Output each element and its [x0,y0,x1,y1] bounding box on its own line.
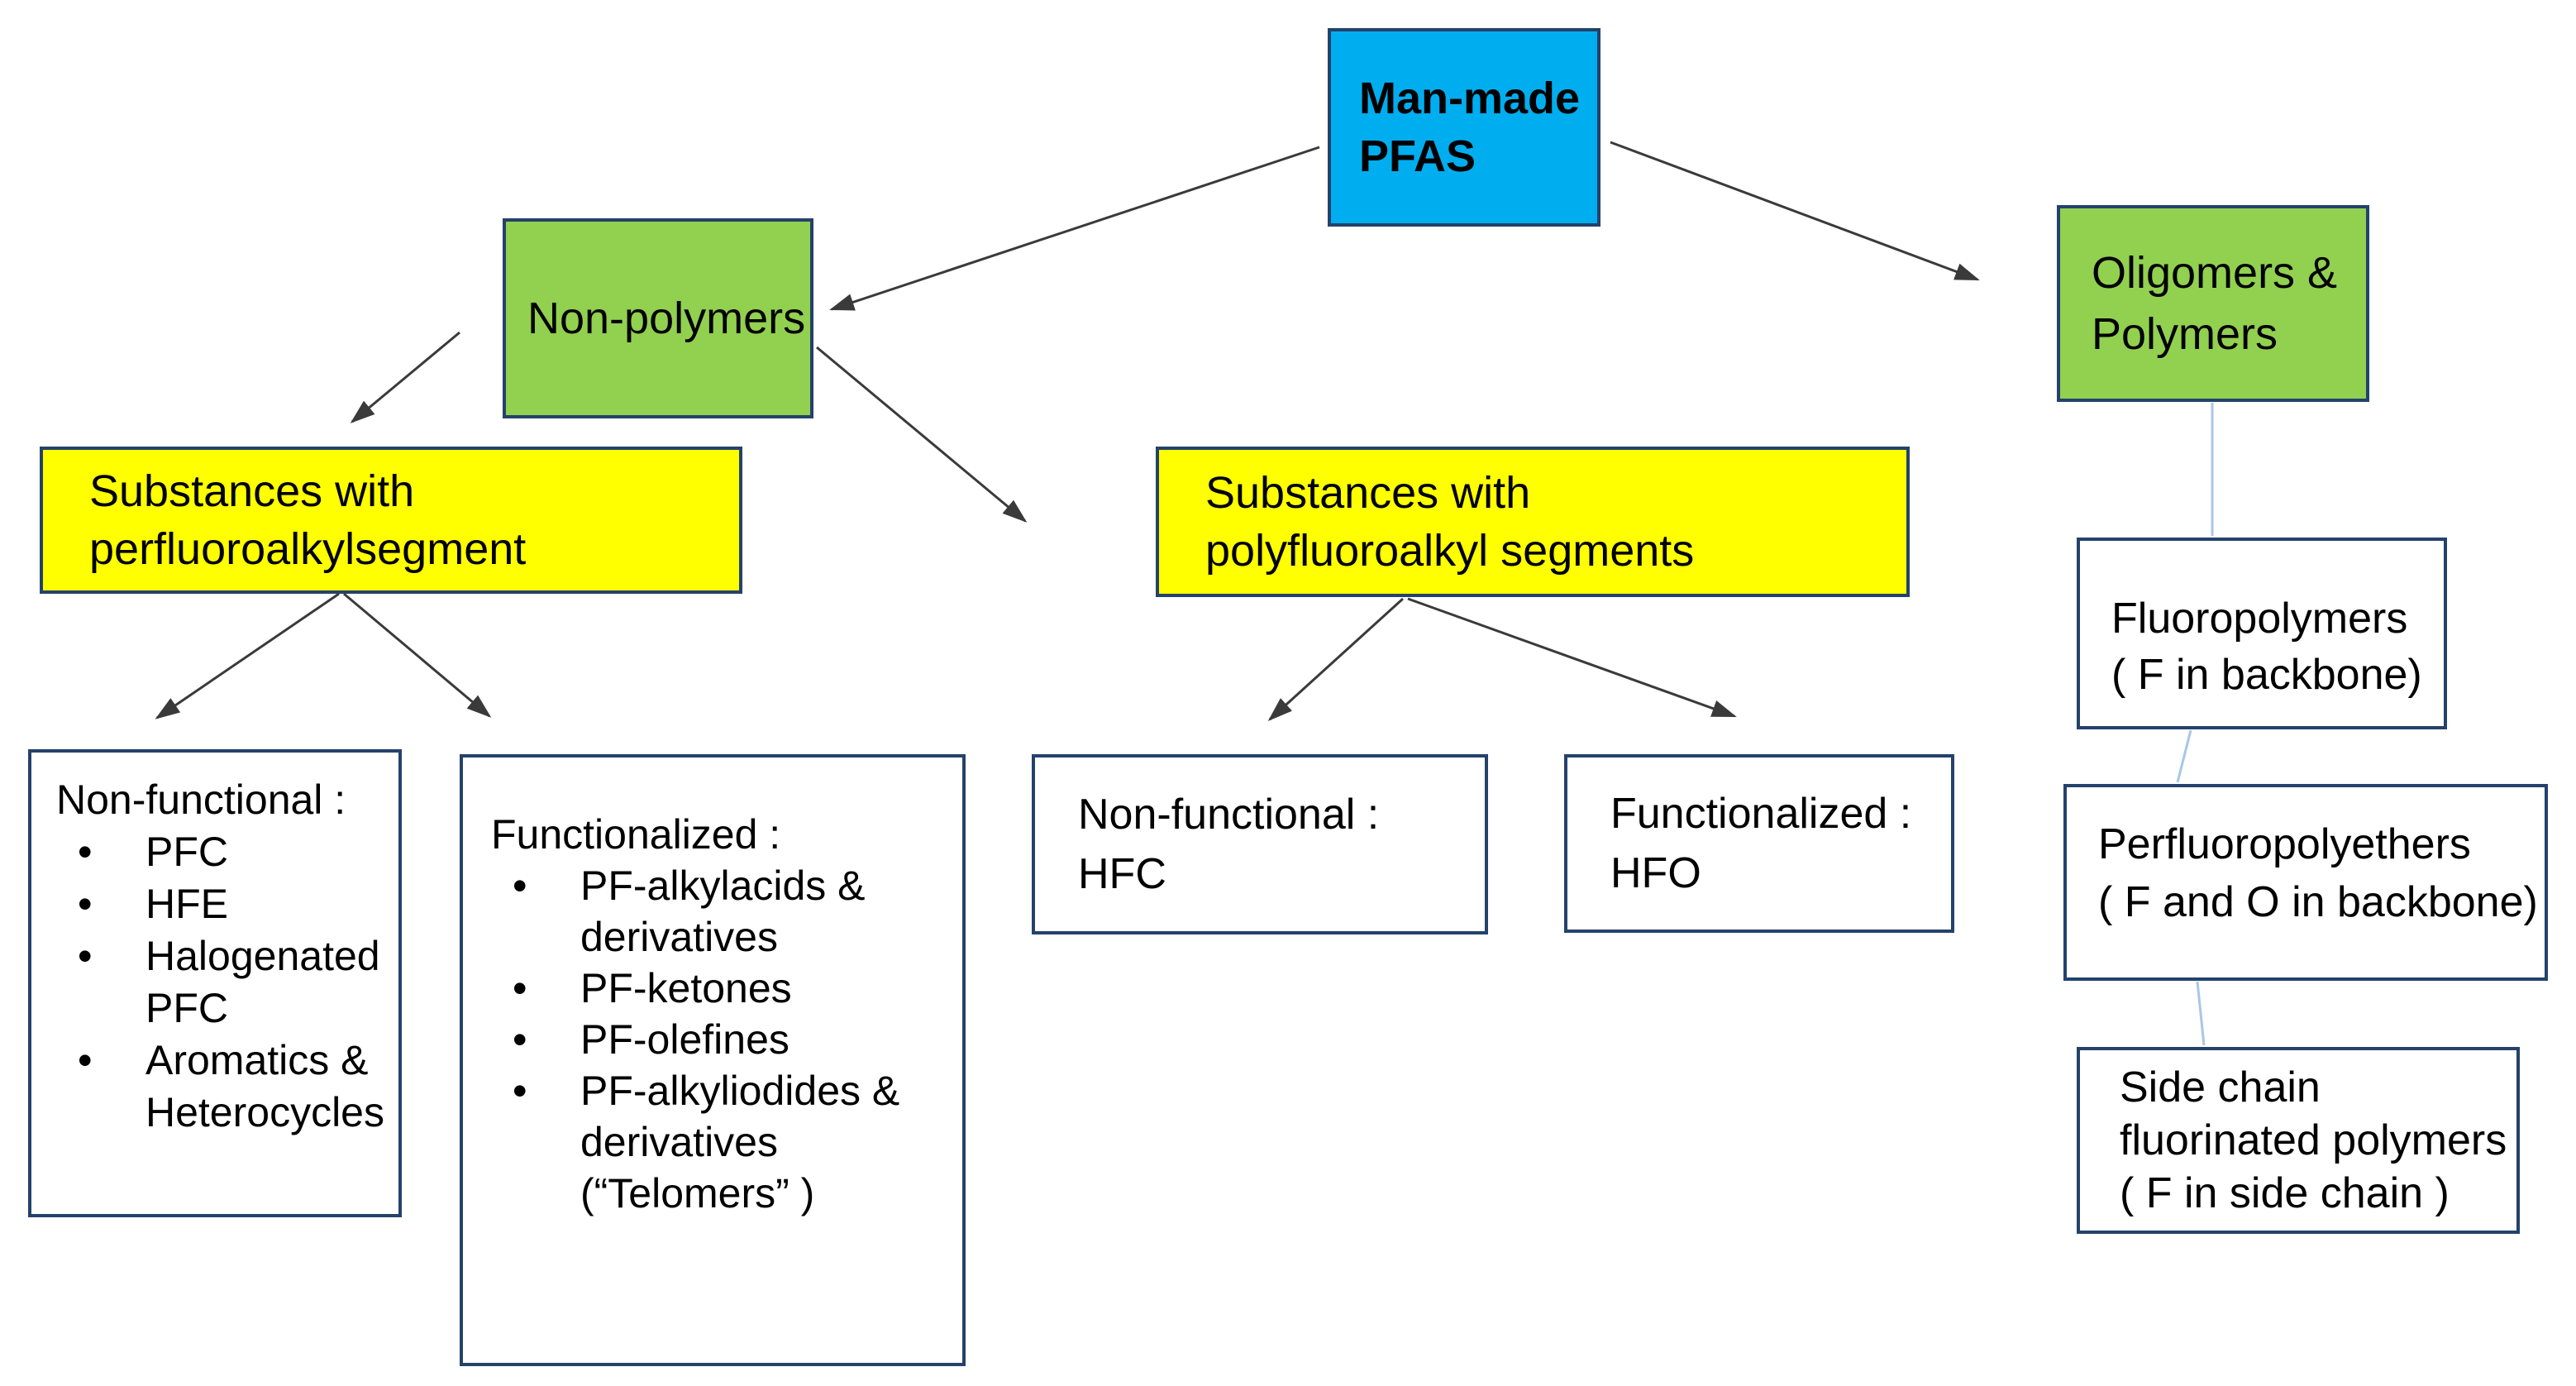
node-line: Substances with [1205,468,1531,518]
node-functionalized-perfluoro: Functionalized : PF-alkylacids & derivat… [460,754,966,1366]
arrow-polyfluoro-to-non-functional [1267,597,1405,722]
bullet-item: HFE [56,878,389,930]
node-substances-polyfluoroalkyl: Substances with polyfluoroalkyl segments [1156,447,1910,597]
node-line: HFC [1078,850,1166,898]
connector-perfluoropolyethers-to-side-chain [2196,981,2206,1046]
node-oligomers-polymers: Oligomers & Polymers [2057,205,2369,402]
node-title: Functionalized : [491,811,781,858]
bullet-item: PF-alkyliodides & derivatives (“Telomers… [491,1065,952,1219]
arrow-pfas-to-non-polymers [829,146,1320,311]
node-line: Fluoropolymers [2111,595,2408,643]
node-line: ( F in side chain ) [2120,1169,2450,1217]
arrow-non-polymers-to-polyfluoro [816,346,1028,523]
bullet-item: PFC [56,826,389,878]
node-line: Non-functional : [1078,791,1380,839]
node-line: ( F in backbone) [2111,651,2422,699]
node-line: perfluoroalkylsegment [89,524,527,574]
arrow-polyfluoro-to-functionalized [1407,597,1737,718]
bullet-list: PFC HFE Halogenated PFC Aromatics & Hete… [56,826,389,1139]
node-non-functional-perfluoro: Non-functional : PFC HFE Halogenated PFC… [28,749,402,1217]
bullet-list: PF-alkylacids & derivatives PF-ketones P… [491,860,952,1219]
node-line: Side chain [2120,1063,2321,1111]
bullet-item: PF-alkylacids & derivatives [491,860,952,963]
node-line: Man-made [1359,74,1581,123]
node-line: Non-polymers [527,294,806,343]
node-line: Substances with [89,466,415,516]
node-line: ( F and O in backbone) [2098,878,2538,926]
node-side-chain-fluorinated-polymers: Side chain fluorinated polymers ( F in s… [2077,1047,2520,1234]
node-line: Polymers [2092,309,2278,359]
node-line: polyfluoroalkyl segments [1205,526,1695,576]
bullet-item: PF-olefines [491,1014,952,1065]
bullet-item: Halogenated PFC [56,930,389,1035]
bullet-item: PF-ketones [491,963,952,1014]
node-title: Non-functional : [56,777,346,823]
node-line: fluorinated polymers [2120,1116,2507,1164]
connector-fluoropolymers-to-perfluoropolyethers [2176,729,2192,783]
arrow-non-polymers-to-perfluoro [350,331,460,423]
node-line: Perfluoropolyethers [2098,820,2471,868]
arrow-pfas-to-oligomers [1610,141,1980,281]
node-line: HFO [1610,849,1701,897]
node-man-made-pfas: Man-made PFAS [1328,28,1600,227]
node-line: Oligomers & [2092,248,2338,298]
node-substances-perfluoroalkyl: Substances with perfluoroalkylsegment [40,447,742,594]
arrow-perfluoro-to-functionalized [343,592,492,718]
bullet-item: Aromatics & Heterocycles [56,1035,389,1139]
arrow-perfluoro-to-non-functional [155,592,340,719]
node-perfluoropolyethers: Perfluoropolyethers ( F and O in backbon… [2063,784,2548,981]
node-line: Functionalized : [1610,790,1912,838]
node-non-functional-polyfluoro: Non-functional : HFC [1032,754,1488,934]
node-fluoropolymers: Fluoropolymers ( F in backbone) [2077,538,2447,729]
node-non-polymers: Non-polymers [503,218,813,418]
node-line: PFAS [1359,131,1476,181]
node-functionalized-polyfluoro: Functionalized : HFO [1564,754,1954,933]
